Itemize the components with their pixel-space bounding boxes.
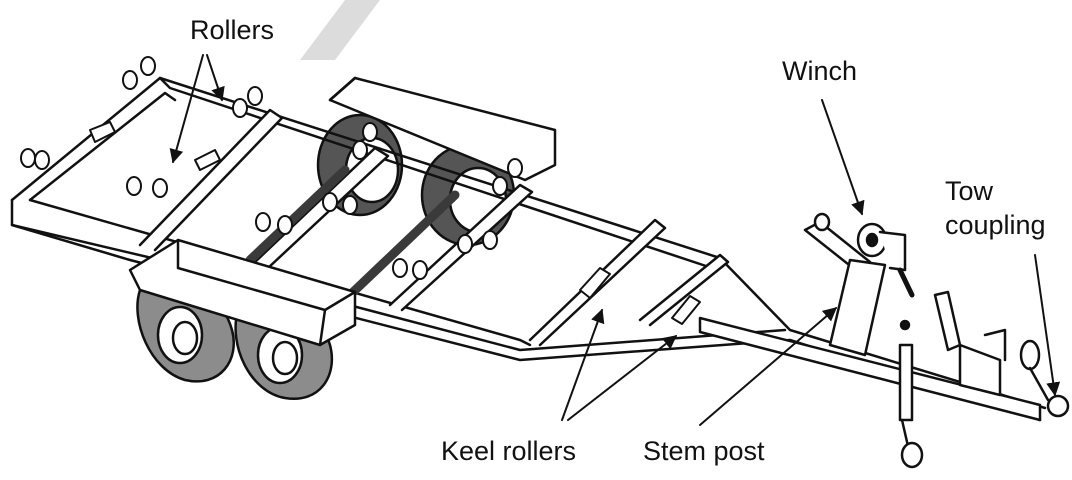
label-arrows (169, 54, 1061, 426)
cross-member-1 (138, 108, 284, 252)
arrow-rollers-2 (169, 54, 204, 164)
cross-member-2 (253, 146, 390, 270)
side-rollers (20, 56, 523, 280)
tow-coupling-hitch (958, 328, 1070, 418)
axle-bar-2 (345, 190, 460, 300)
keel-rollers (579, 267, 701, 325)
axle-bar-1 (245, 165, 350, 265)
arrow-keel-1 (561, 308, 605, 421)
label-stem-post: Stem post (643, 436, 765, 466)
drawbar (698, 316, 1042, 422)
label-rollers: Rollers (190, 15, 275, 45)
stem-post-part (933, 290, 962, 352)
label-winch: Winch (782, 56, 858, 86)
arrow-stem-post (699, 307, 838, 426)
label-tow-line2: coupling (945, 210, 1046, 240)
label-tow-line1: Tow (945, 176, 994, 206)
arrow-winch (821, 99, 865, 216)
watermark-mark (300, 0, 380, 60)
jockey-wheel (898, 319, 924, 469)
winch-assembly (803, 212, 915, 357)
label-keel-rollers: Keel rollers (441, 436, 577, 466)
arrow-tow-coupling (1034, 254, 1061, 397)
arrow-rollers-1 (206, 54, 225, 102)
arrow-keel-2 (567, 335, 678, 421)
cross-member-5 (638, 253, 730, 327)
